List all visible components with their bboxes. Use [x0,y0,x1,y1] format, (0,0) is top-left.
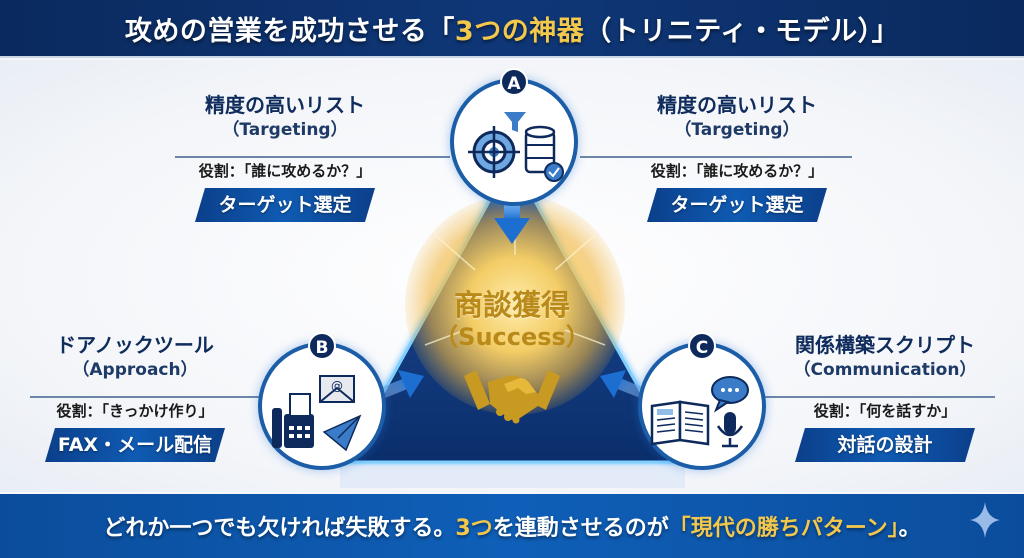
center-subtitle: （Success） [434,323,590,351]
fax-icon [272,393,314,448]
chat-bubble-icon [711,376,749,413]
block-targeting-left: 精度の高いリスト （Targeting） 役割：「誰に攻めるか？」 ターゲット選… [160,92,410,222]
sparkle-icon [970,502,1000,538]
footer-message: どれか一つでも欠ければ失敗する。3つを連動させるのが「現代の勝ちパターン」。 [103,510,920,542]
block-title: 精度の高いリスト [205,93,365,117]
email-icon: @ [319,375,355,403]
microphone-icon [716,412,744,448]
block-subtitle: （Approach） [72,360,198,380]
block-subtitle: （Targeting） [674,120,800,140]
title-highlight: 3つの神器 [454,15,585,47]
block-badge: ターゲット選定 [647,188,827,222]
block-role: 役割：「誰に攻めるか？」 [198,162,372,180]
handshake-icon [464,370,560,424]
node-c-communication: C [638,332,766,470]
header-banner: 攻めの営業を成功させる「3つの神器（トリニティ・モデル）」 [0,0,1024,58]
filter-icon [504,112,526,132]
footer-highlight-2: 「現代の勝ちパターン」 [668,516,899,541]
block-role: 役割：「きっかけ作り」 [56,402,214,420]
block-communication: 関係構築スクリプト （Communication） 役割：「何を話すか」 対話の… [760,332,1010,462]
node-a-badge: A [500,68,528,96]
book-icon [650,400,710,446]
node-b-approach: B @ [258,332,386,470]
footer-middle: を連動させるのが [492,516,669,541]
block-role: 役割：「誰に攻めるか？」 [650,162,824,180]
title-suffix: （トリニティ・モデル）」 [584,15,900,47]
footer-prefix: どれか一つでも欠ければ失敗する。 [103,516,456,541]
block-badge: ターゲット選定 [195,188,375,222]
footer-suffix: 。 [898,516,921,541]
block-approach: ドアノックツール （Approach） 役割：「きっかけ作り」 FAX・メール配… [10,332,260,462]
block-title: 精度の高いリスト [657,93,817,117]
node-c-badge: C [688,332,716,360]
svg-text:@: @ [331,379,343,393]
block-title: ドアノックツール [56,333,214,357]
block-badge: FAX・メール配信 [45,428,225,462]
target-icon [468,126,520,178]
block-targeting-right: 精度の高いリスト （Targeting） 役割：「誰に攻めるか？」 ターゲット選… [612,92,862,222]
center-title: 商談獲得 [453,288,570,322]
page-title: 攻めの営業を成功させる「3つの神器（トリニティ・モデル）」 [125,9,899,48]
block-title: 関係構築スクリプト [795,333,975,357]
block-subtitle: （Communication） [793,360,977,380]
block-subtitle: （Targeting） [222,120,348,140]
node-b-badge: B [308,332,336,360]
center-goal: 商談獲得 （Success） [412,288,612,352]
block-badge: 対話の設計 [795,428,975,462]
footer-highlight-1: 3つ [455,516,493,541]
paper-plane-icon [322,414,362,452]
title-prefix: 攻めの営業を成功させる「 [124,15,455,47]
footer-banner: どれか一つでも欠ければ失敗する。3つを連動させるのが「現代の勝ちパターン」。 [0,494,1024,558]
database-check-icon [524,125,564,182]
node-a-targeting: A [450,68,578,206]
block-role: 役割：「何を話すか」 [813,402,957,420]
